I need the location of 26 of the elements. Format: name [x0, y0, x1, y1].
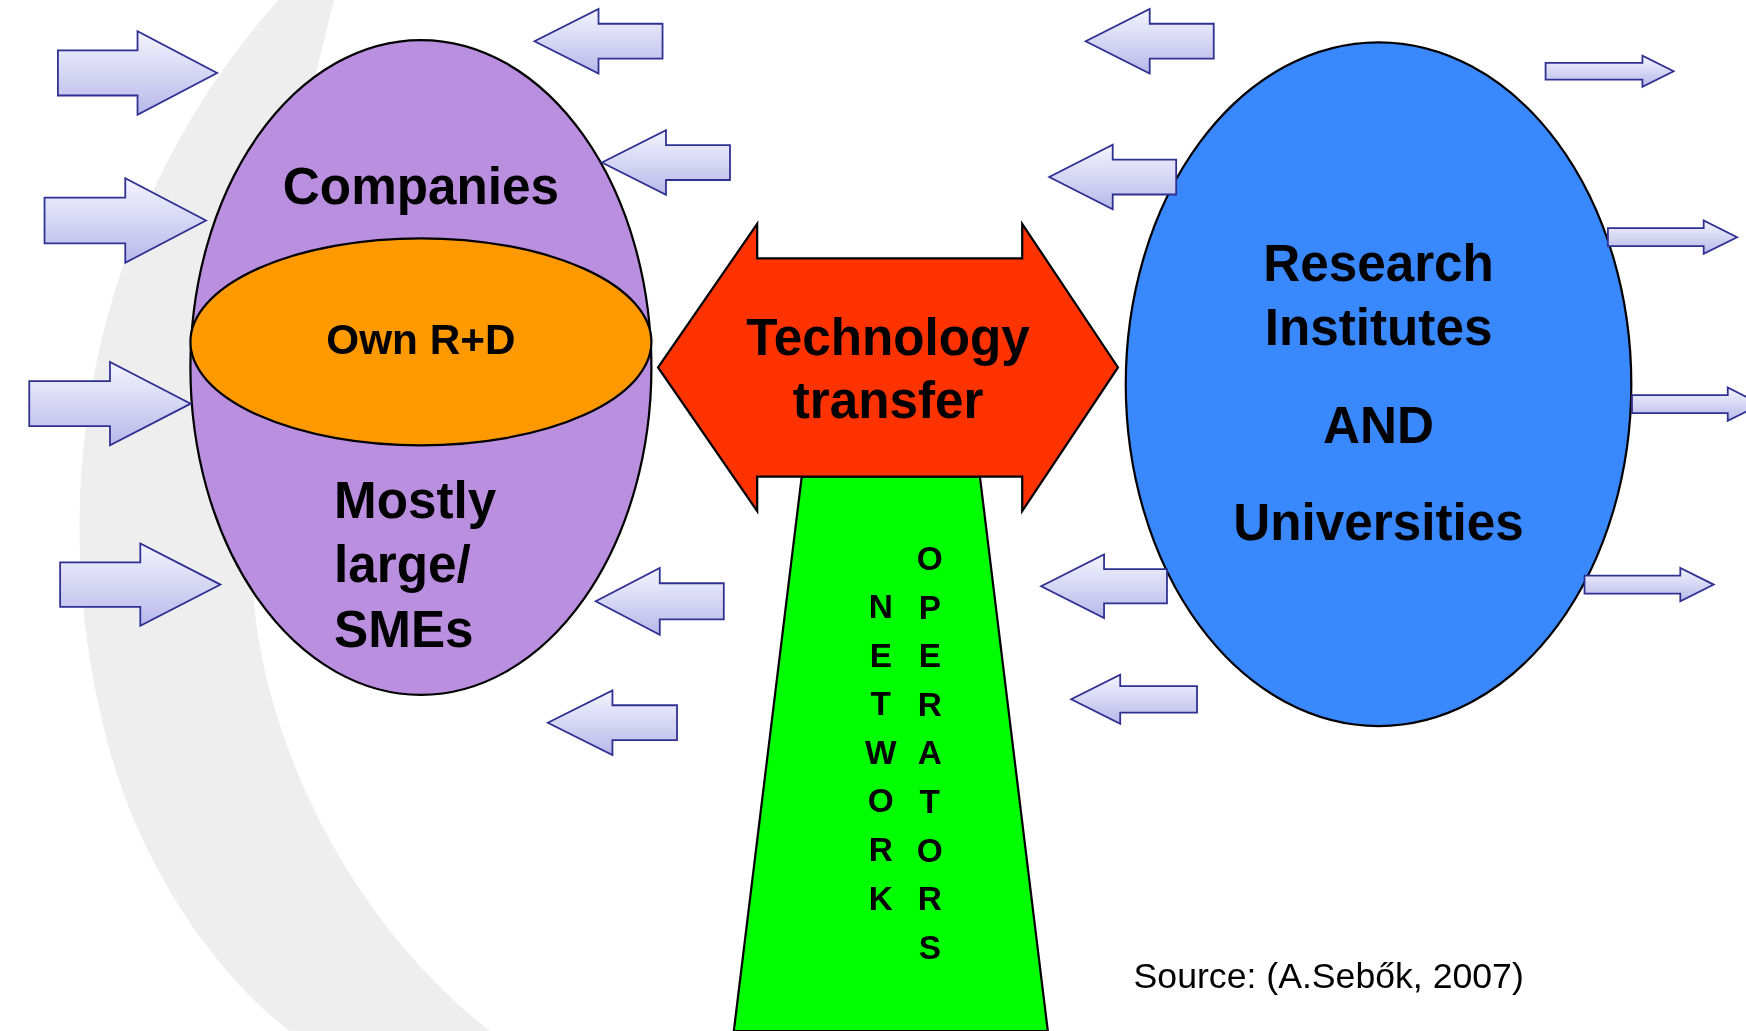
node-label: Research Institutes [1262, 232, 1495, 359]
block-arrow [545, 688, 678, 757]
block-arrow [1631, 386, 1746, 423]
node-label: Mostly large/ SMEs [334, 470, 498, 661]
node-label: Companies [281, 156, 560, 217]
block-arrow [593, 566, 725, 637]
block-arrow [599, 128, 731, 197]
block-arrow [1583, 566, 1716, 603]
block-arrow [59, 541, 223, 628]
block-arrow [28, 360, 193, 447]
node-label: NETWORK [864, 586, 898, 918]
block-arrow [1047, 143, 1178, 211]
block-arrow [532, 7, 664, 75]
block-arrow [1544, 54, 1676, 89]
node-label: Universities [1232, 492, 1525, 554]
block-arrow [1069, 673, 1198, 726]
block-arrow [43, 176, 208, 265]
block-arrow [1083, 7, 1215, 75]
node-label: AND [1322, 395, 1435, 457]
block-arrow [1607, 219, 1740, 256]
node-label: Own R+D [325, 315, 517, 365]
source-caption: Source: (A.Sebők, 2007) [1133, 955, 1524, 997]
node-label: Technology transfer [745, 307, 1031, 431]
block-arrow [1039, 553, 1168, 620]
block-arrow [57, 29, 220, 117]
node-label: OPERATORS [915, 539, 944, 968]
